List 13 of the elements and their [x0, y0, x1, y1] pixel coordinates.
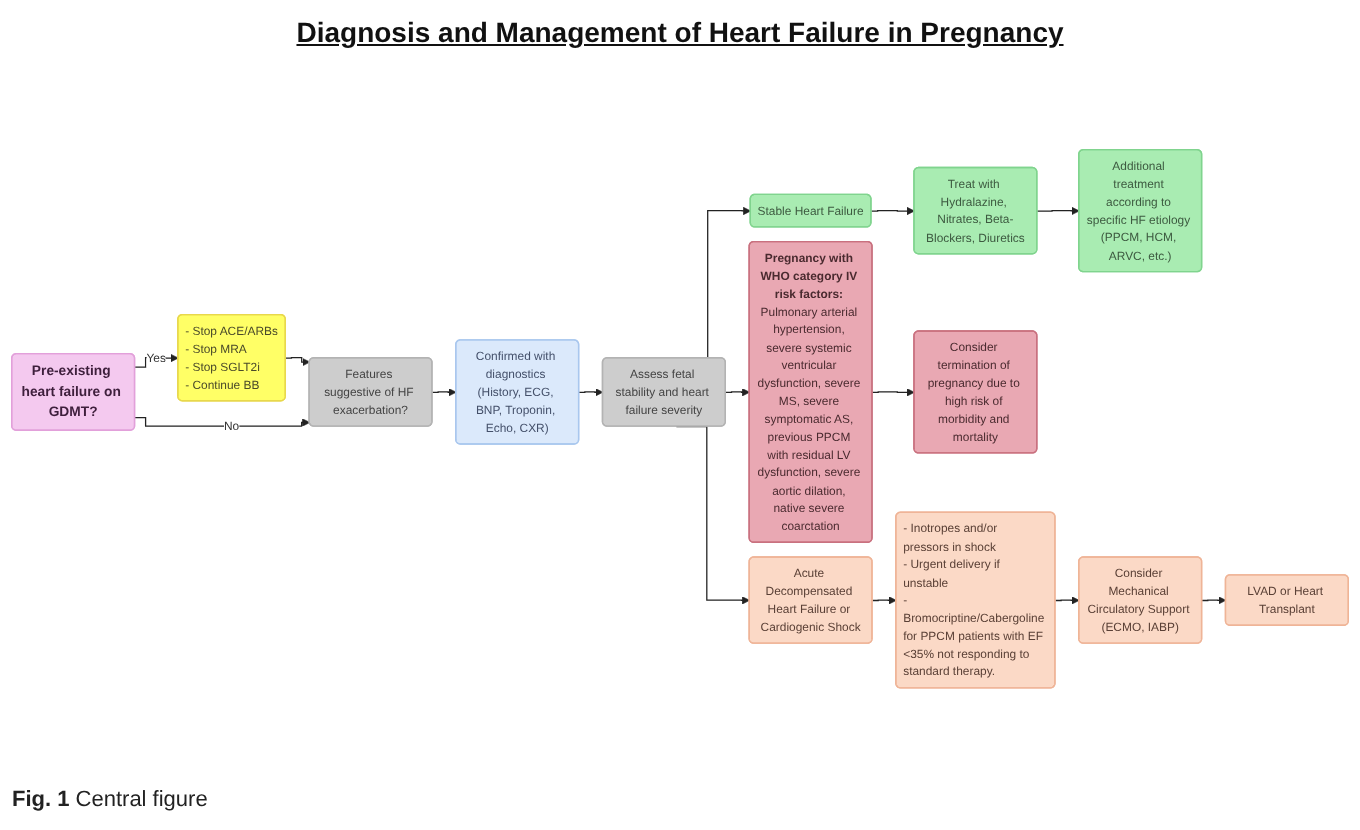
arrow — [871, 387, 915, 396]
arrow — [1201, 595, 1227, 604]
arrow — [1054, 595, 1080, 604]
arrow — [871, 595, 897, 604]
diagram-title: Diagnosis and Management of Heart Failure in Pregnancy — [296, 16, 1064, 48]
arrow — [578, 387, 604, 396]
arrow — [134, 416, 311, 427]
arrow — [431, 387, 457, 396]
arrow — [725, 387, 750, 396]
arrow — [870, 206, 915, 215]
arrow — [285, 356, 311, 366]
arrow — [1036, 206, 1080, 215]
figure-caption: Fig. 1 Central figure — [12, 788, 208, 812]
